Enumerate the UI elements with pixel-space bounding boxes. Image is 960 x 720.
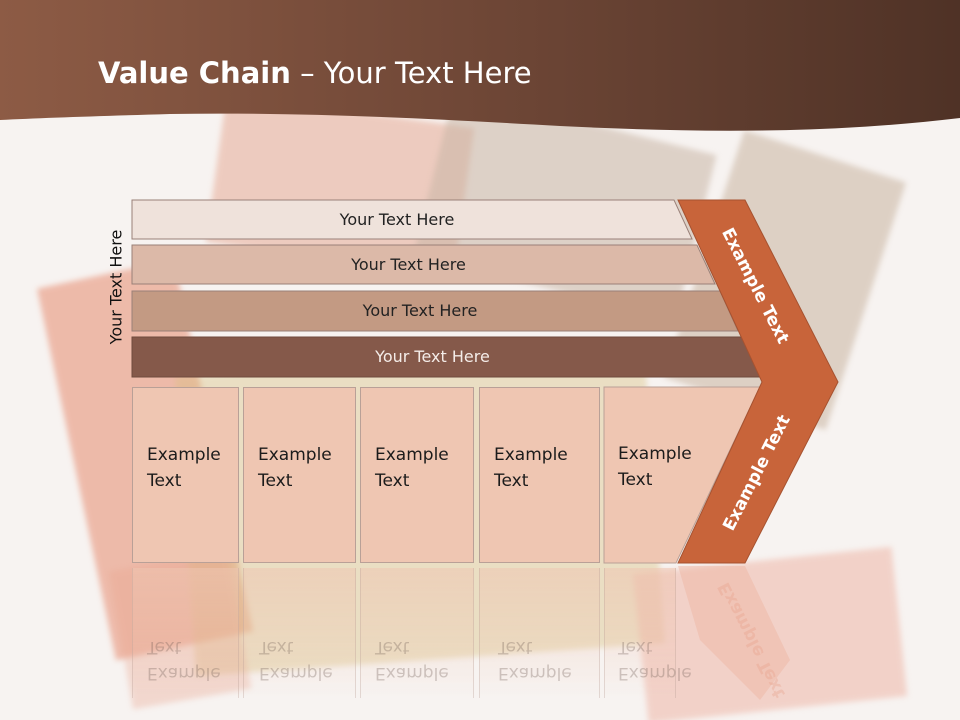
box-5-line2: Text (618, 470, 653, 490)
row-1: Your Text Here (132, 200, 692, 238)
row-shape-1 (131, 199, 693, 240)
box-4-line1: Example (494, 445, 568, 465)
box-2-line2: Text (258, 471, 293, 491)
box-reflection (479, 568, 600, 698)
row-1-label: Your Text Here (339, 209, 455, 229)
row-4: Your Text Here (132, 337, 763, 375)
box-4-line2: Text (494, 471, 529, 491)
box-reflection (243, 568, 356, 698)
row-2: Your Text Here (132, 245, 715, 283)
box-reflection (604, 568, 676, 698)
row-4-label: Your Text Here (375, 346, 490, 366)
row-3-label: Your Text Here (362, 300, 478, 320)
last-box-slant (603, 386, 761, 564)
row-shape-2 (131, 244, 716, 285)
chevron-reflection (678, 566, 790, 700)
chevron-shape (677, 199, 839, 564)
box-1-line1: Example (147, 445, 221, 465)
title-bold: Value Chain (98, 56, 291, 90)
row-3: Your Text Here (132, 291, 738, 329)
box-2-line1: Example (258, 445, 332, 465)
header-band (0, 0, 960, 131)
box-3-line1: Example (375, 445, 449, 465)
page-title: Value Chain – Your Text Here (98, 56, 532, 90)
row-2-label: Your Text Here (351, 254, 466, 274)
title-rest: – Your Text Here (290, 56, 532, 90)
box-1-line2: Text (147, 471, 182, 491)
box-3-line2: Text (375, 471, 410, 491)
box-reflection (132, 568, 239, 698)
box-5-line1: Example (618, 444, 692, 464)
box-reflection (360, 568, 474, 698)
